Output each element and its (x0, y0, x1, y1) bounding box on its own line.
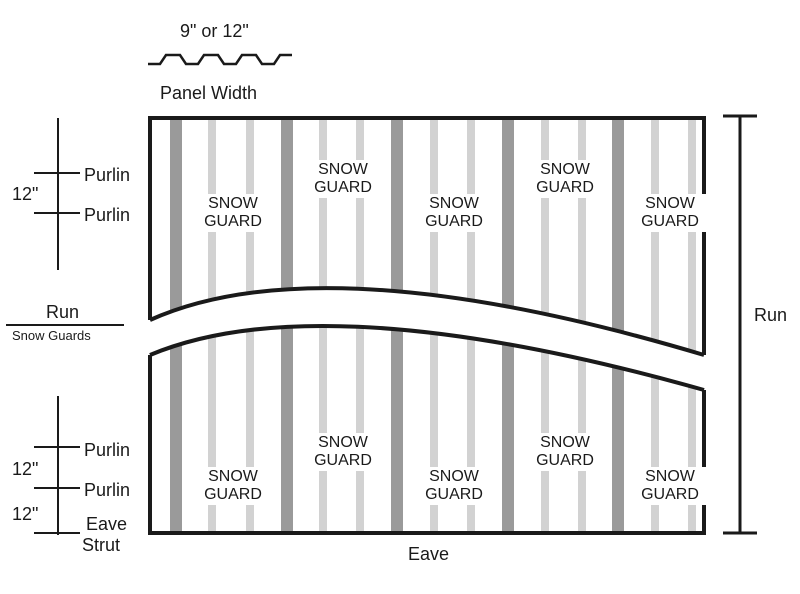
upper-panel-minor-rib (578, 118, 586, 355)
purlin-spacing-top: 12" (12, 184, 39, 204)
lower-panel-outline (148, 323, 706, 535)
fraction-numerator-run: Run (46, 302, 80, 322)
upper-panel-major-rib (502, 118, 514, 355)
upper-panel-minor-rib (319, 118, 327, 355)
panel-width-dimension: 9" or 12" (180, 21, 249, 41)
upper-panel-minor-rib (541, 118, 549, 355)
upper-panel-minor-rib (356, 118, 364, 355)
upper-panel-minor-rib (467, 118, 475, 355)
panel-profile-icon (148, 53, 292, 66)
lower-panel-major-rib (612, 325, 624, 533)
fraction-denominator-snow-guards: Snow Guards (12, 328, 91, 343)
purlin-spacing-bottom-1: 12" (12, 459, 39, 479)
lower-panel-minor-rib (578, 325, 586, 533)
upper-panel-major-rib (170, 118, 182, 355)
lower-panel-minor-rib (356, 325, 364, 533)
upper-panel-minor-rib (246, 118, 254, 355)
upper-panel-minor-rib (430, 118, 438, 355)
lower-panel-minor-rib (208, 325, 216, 533)
eave-strut-label-line2: Strut (82, 535, 121, 555)
upper-panel-minor-rib (651, 118, 659, 355)
upper-panel-outline (148, 116, 706, 357)
lower-panel-minor-rib (467, 325, 475, 533)
upper-panel-minor-rib (688, 118, 696, 355)
lower-panel-major-rib (170, 325, 182, 533)
purlin-label-top-1: Purlin (84, 165, 131, 185)
lower-panel-minor-rib (430, 325, 438, 533)
eave-strut-label-line1: Eave (86, 514, 128, 534)
lower-panel-minor-rib (246, 325, 254, 533)
lower-panel-ribs (170, 325, 696, 533)
lower-panel-minor-rib (651, 325, 659, 533)
purlin-label-bottom-2: Purlin (84, 480, 131, 500)
lower-panel-major-rib (391, 325, 403, 533)
panel-width-label: Panel Width (160, 83, 258, 103)
upper-panel-major-rib (612, 118, 624, 355)
lower-panel-major-rib (281, 325, 293, 533)
upper-panel-minor-rib (208, 118, 216, 355)
purlin-label-top-2: Purlin (84, 205, 131, 225)
lower-panel-minor-rib (319, 325, 327, 533)
lower-panel-major-rib (502, 325, 514, 533)
run-label: Run (754, 305, 788, 325)
eave-label: Eave (408, 544, 450, 564)
purlin-label-bottom-1: Purlin (84, 440, 131, 460)
purlin-spacing-bottom-2: 12" (12, 504, 39, 524)
lower-panel-minor-rib (688, 325, 696, 533)
lower-panel-minor-rib (541, 325, 549, 533)
